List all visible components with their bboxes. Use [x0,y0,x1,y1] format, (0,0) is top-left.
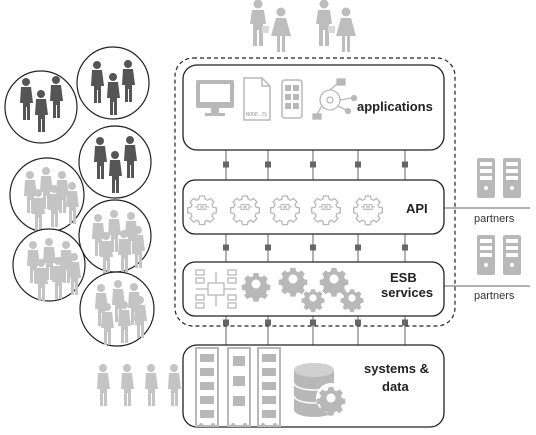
user-group-dark-2 [76,46,150,120]
connectors [223,150,530,345]
systems-label: systems & [364,361,429,376]
user-group-dark-1 [4,70,78,144]
services-label: services [381,285,433,300]
partner-servers-top: partners [474,158,521,225]
shoppers-group-left [250,0,291,52]
applications-layer: NODE.JS applications [182,64,445,151]
user-group-dark-3 [78,125,152,199]
database-gear-icon [293,363,346,417]
service-bus-icon [195,269,237,309]
esb-layer: ESB services [182,261,445,317]
partners-label-bottom: partners [474,290,515,302]
user-group-light-3 [12,228,86,302]
monitor-icon [196,80,234,116]
api-layer: API [182,179,445,235]
rack-connector-pins [199,423,277,427]
internal-users [97,364,181,406]
node-badge: NODE.JS [246,112,267,118]
applications-label: applications [357,99,433,114]
dashed-boundary [174,57,456,327]
api-label: API [406,201,428,216]
esb-label: ESB [390,270,417,285]
data-label: data [382,379,410,394]
document-icon: NODE.JS [243,77,271,121]
partner-servers-bottom: partners [474,235,521,302]
shoppers-group-right [316,0,356,52]
systems-data-layer: systems & data [182,344,445,428]
server-rack-icon [227,347,251,427]
network-icon [312,78,358,120]
user-group-light-2 [78,199,152,274]
user-group-light-4 [79,271,155,347]
user-group-light-1 [9,157,85,233]
mobile-app-icon [281,79,303,119]
partners-label-top: partners [474,213,515,225]
